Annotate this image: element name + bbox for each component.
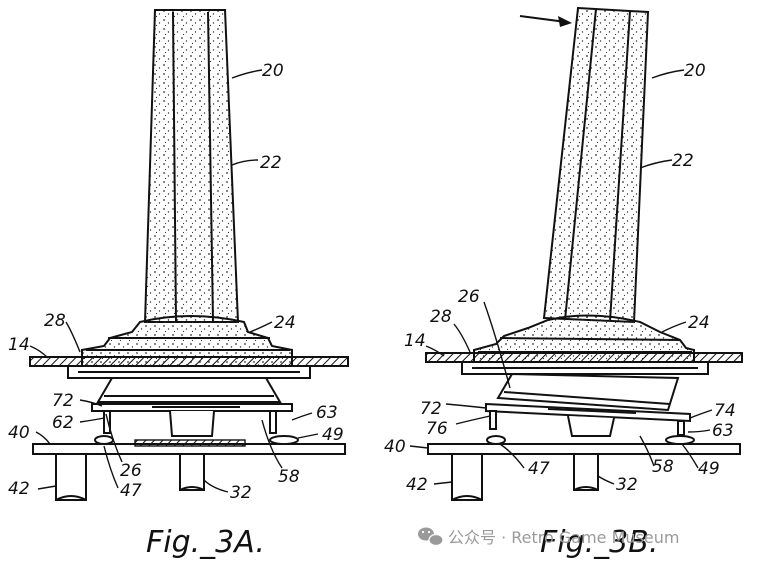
support-posts-3b [451, 453, 599, 501]
figure-3b: 20 22 24 26 28 14 72 76 40 47 42 32 58 4… [384, 6, 743, 560]
watermark: 公众号 · Retro Game Museum [418, 527, 679, 547]
figure-3a: 20 22 24 28 14 72 62 40 26 47 42 32 58 6… [8, 9, 349, 560]
label-49: 49 [698, 459, 720, 479]
label-24: 24 [274, 313, 296, 333]
label-22: 22 [672, 151, 694, 171]
label-26: 26 [120, 461, 142, 481]
joystick-shaft-3a [143, 9, 240, 323]
figure-3a-caption: Fig._3A. [146, 525, 265, 560]
label-32: 32 [230, 483, 252, 503]
label-26: 26 [458, 287, 480, 307]
label-49: 49 [322, 425, 344, 445]
label-20: 20 [262, 61, 284, 81]
label-63: 63 [316, 403, 338, 423]
label-42: 42 [8, 479, 30, 499]
label-24: 24 [688, 313, 710, 333]
label-63: 63 [712, 421, 734, 441]
label-40: 40 [8, 423, 30, 443]
label-14: 14 [404, 331, 426, 351]
label-47: 47 [120, 481, 142, 501]
label-28: 28 [430, 307, 452, 327]
leader-lines-3b [409, 69, 713, 485]
label-32: 32 [616, 475, 638, 495]
label-58: 58 [278, 467, 300, 487]
label-76: 76 [426, 419, 448, 439]
label-72: 72 [52, 391, 74, 411]
actuator-cup-3b [496, 372, 680, 412]
label-20: 20 [684, 61, 706, 81]
wechat-icon [418, 527, 444, 547]
leader-lines-3a [29, 69, 319, 493]
label-72: 72 [420, 399, 442, 419]
label-74: 74 [714, 401, 736, 421]
switch-plate-3b [485, 402, 691, 437]
reference-labels-3a: 20 22 24 28 14 72 62 40 26 47 42 32 58 6… [8, 61, 344, 503]
circuit-board-3b [427, 435, 741, 455]
switch-plate-3a [91, 403, 293, 437]
support-posts-3a [55, 453, 205, 501]
label-14: 14 [8, 335, 30, 355]
label-22: 22 [260, 153, 282, 173]
housing-plate-3a [29, 356, 349, 379]
label-42: 42 [406, 475, 428, 495]
reference-labels-3b: 20 22 24 26 28 14 72 76 40 47 42 32 58 4… [384, 61, 736, 495]
force-arrow [519, 15, 572, 27]
circuit-board-3a [32, 435, 346, 455]
label-47: 47 [528, 459, 550, 479]
watermark-text: 公众号 · Retro Game Museum [448, 528, 679, 547]
label-58: 58 [652, 457, 674, 477]
label-62: 62 [52, 413, 74, 433]
label-40: 40 [384, 437, 406, 457]
label-28: 28 [44, 311, 66, 331]
actuator-cup-3a [96, 377, 282, 403]
joystick-shaft-3b [542, 6, 650, 324]
housing-plate-3b [425, 352, 743, 375]
figure-3b-caption: Fig._3B. [540, 525, 658, 560]
